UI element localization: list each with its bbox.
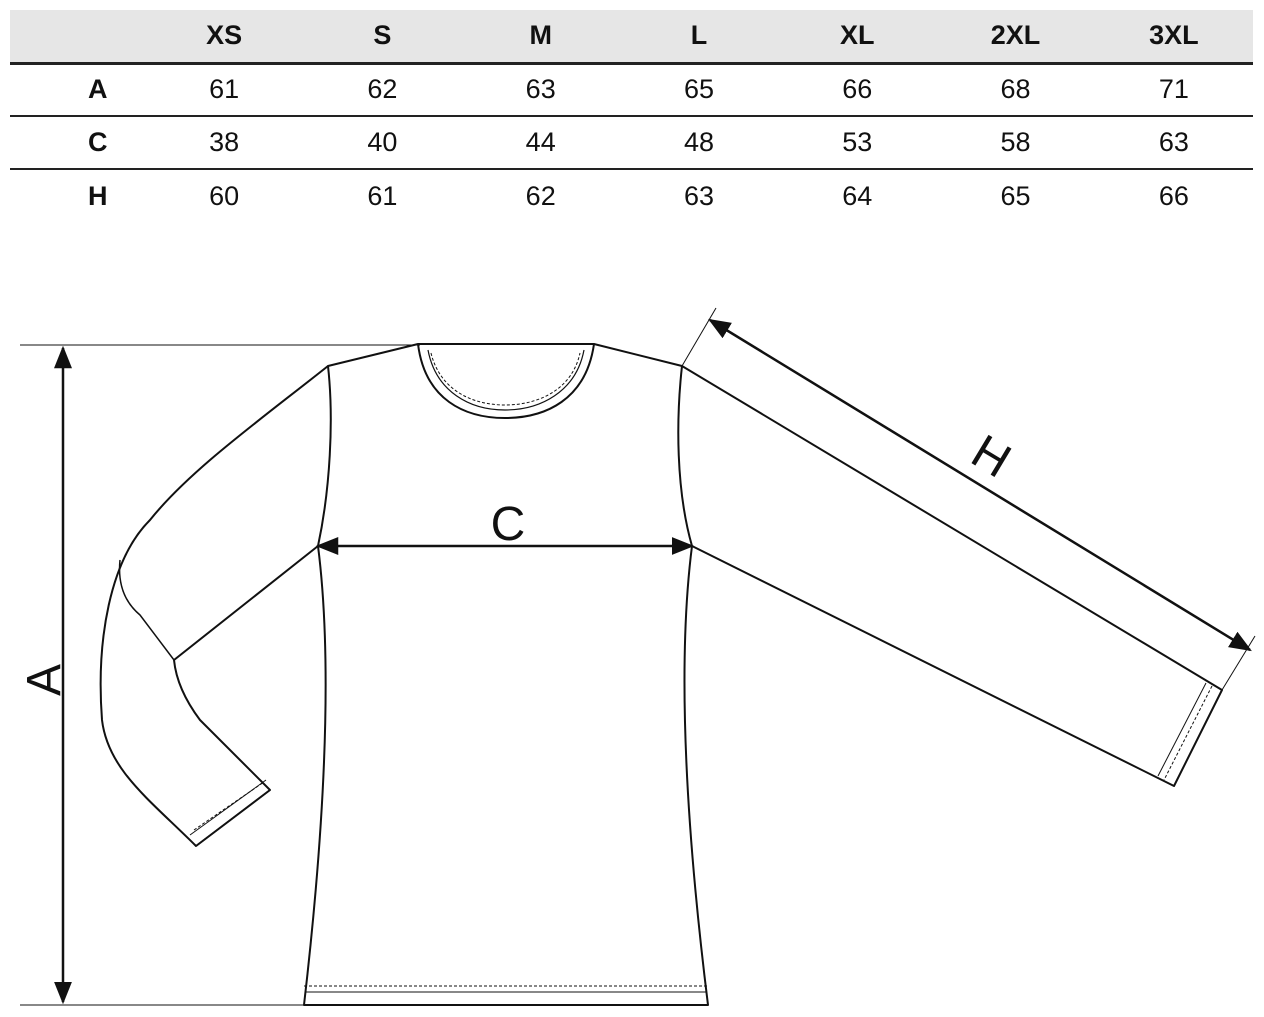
tshirt-collar-inner [427, 349, 585, 411]
tshirt-body [303, 545, 709, 1006]
tshirt-right-sleeve [681, 365, 1223, 787]
size-header-row: XS S M L XL 2XL 3XL [10, 10, 1253, 63]
table-row-a: A 61 62 63 65 66 68 71 [10, 63, 1253, 116]
tshirt-collar [417, 343, 595, 419]
tshirt-left-cuff-line [189, 779, 267, 836]
tshirt-shoulders [317, 343, 693, 547]
table-cell: 66 [1158, 180, 1189, 211]
table-cell: 63 [1158, 127, 1189, 157]
size-header-m: M [529, 20, 552, 51]
table-cell: 65 [683, 74, 714, 105]
measurement-h [681, 307, 1256, 691]
measure-h-top-extension [681, 307, 717, 367]
measurement-a [20, 344, 420, 1006]
row-label: H [88, 180, 108, 211]
measure-c-label: C [491, 498, 526, 551]
table-cell: 71 [1158, 74, 1189, 105]
size-header-s: S [373, 20, 392, 51]
table-cell: 62 [367, 74, 398, 105]
size-header-3xl: 3XL [1149, 20, 1199, 51]
tshirt-right-cuff-stitch [1163, 685, 1213, 781]
tshirt-left-sleeve-fold [118, 559, 175, 661]
table-cell: 40 [367, 127, 398, 157]
tshirt-right-cuff-line [1157, 682, 1207, 777]
tshirt-left-cuff [195, 789, 271, 847]
size-chart-table: XS S M L XL 2XL 3XL A 61 62 63 65 66 68 … [10, 10, 1253, 222]
table-cell: 63 [525, 74, 556, 105]
table-cell: 48 [683, 127, 714, 157]
table-row-h: H 60 61 62 63 64 65 66 [10, 169, 1253, 222]
table-cell: 61 [367, 180, 398, 211]
table-cell: 44 [525, 127, 556, 157]
table-cell: 38 [209, 127, 240, 157]
tshirt-collar-stitch [430, 352, 581, 406]
size-header-xs: XS [206, 20, 243, 51]
tshirt-outline [99, 343, 1223, 1006]
table-cell: 66 [842, 74, 873, 105]
table-cell: 58 [1000, 127, 1031, 157]
table-row-c: C 38 40 44 48 53 58 63 [10, 116, 1253, 169]
tshirt-left-sleeve [99, 365, 329, 847]
size-header-xl: XL [840, 20, 875, 51]
table-cell: 63 [683, 180, 714, 211]
table-cell: 68 [1000, 74, 1031, 105]
table-cell: 65 [1000, 180, 1031, 211]
measure-h-arrow [708, 318, 1252, 652]
table-cell: 53 [842, 127, 873, 157]
row-label: A [88, 74, 108, 105]
table-cell: 62 [525, 180, 556, 211]
table-cell: 64 [842, 180, 873, 211]
size-header-l: L [690, 20, 708, 51]
table-cell: 60 [209, 180, 240, 211]
size-header-2xl: 2XL [990, 20, 1041, 51]
row-label: C [88, 127, 108, 157]
table-cell: 61 [209, 74, 240, 105]
measure-a-label: A [18, 664, 71, 696]
